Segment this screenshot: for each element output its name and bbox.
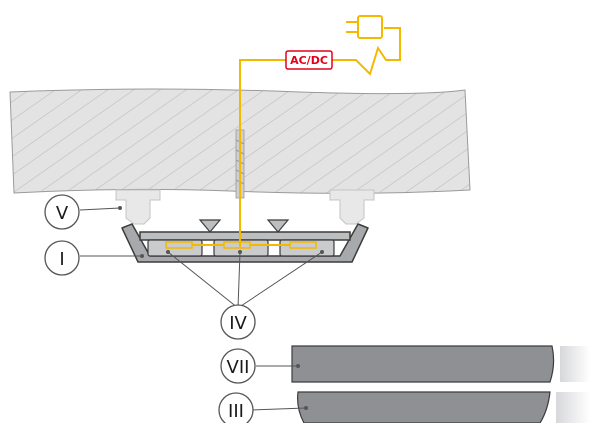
callout-label-mounting-clip: V xyxy=(56,203,69,224)
mounting-clip-right xyxy=(329,189,375,225)
power-plug-icon xyxy=(346,15,383,39)
mounting-clip-left xyxy=(115,189,161,225)
callout-diffuser-rounded: III xyxy=(218,392,254,423)
callout-diffuser-flat: VII xyxy=(220,348,256,384)
callout-dots xyxy=(118,206,324,410)
callout-led-strips: IV xyxy=(220,304,256,340)
callout-label-led-strips: IV xyxy=(229,313,247,334)
diffuser-flat xyxy=(291,345,590,383)
callout-mounting-clip: V xyxy=(44,194,80,230)
callout-label-profile: I xyxy=(59,249,64,270)
diffuser-rounded xyxy=(297,391,590,423)
callout-label-diffuser-rounded: III xyxy=(228,401,244,422)
power-unit: AC/DC xyxy=(285,50,333,70)
callout-profile: I xyxy=(44,240,80,276)
callout-label-diffuser-flat: VII xyxy=(227,357,250,378)
callout-leaders xyxy=(79,207,323,411)
power-cable xyxy=(192,27,401,248)
power-unit-label: AC/DC xyxy=(290,54,328,67)
aluminium-profile xyxy=(121,219,369,263)
